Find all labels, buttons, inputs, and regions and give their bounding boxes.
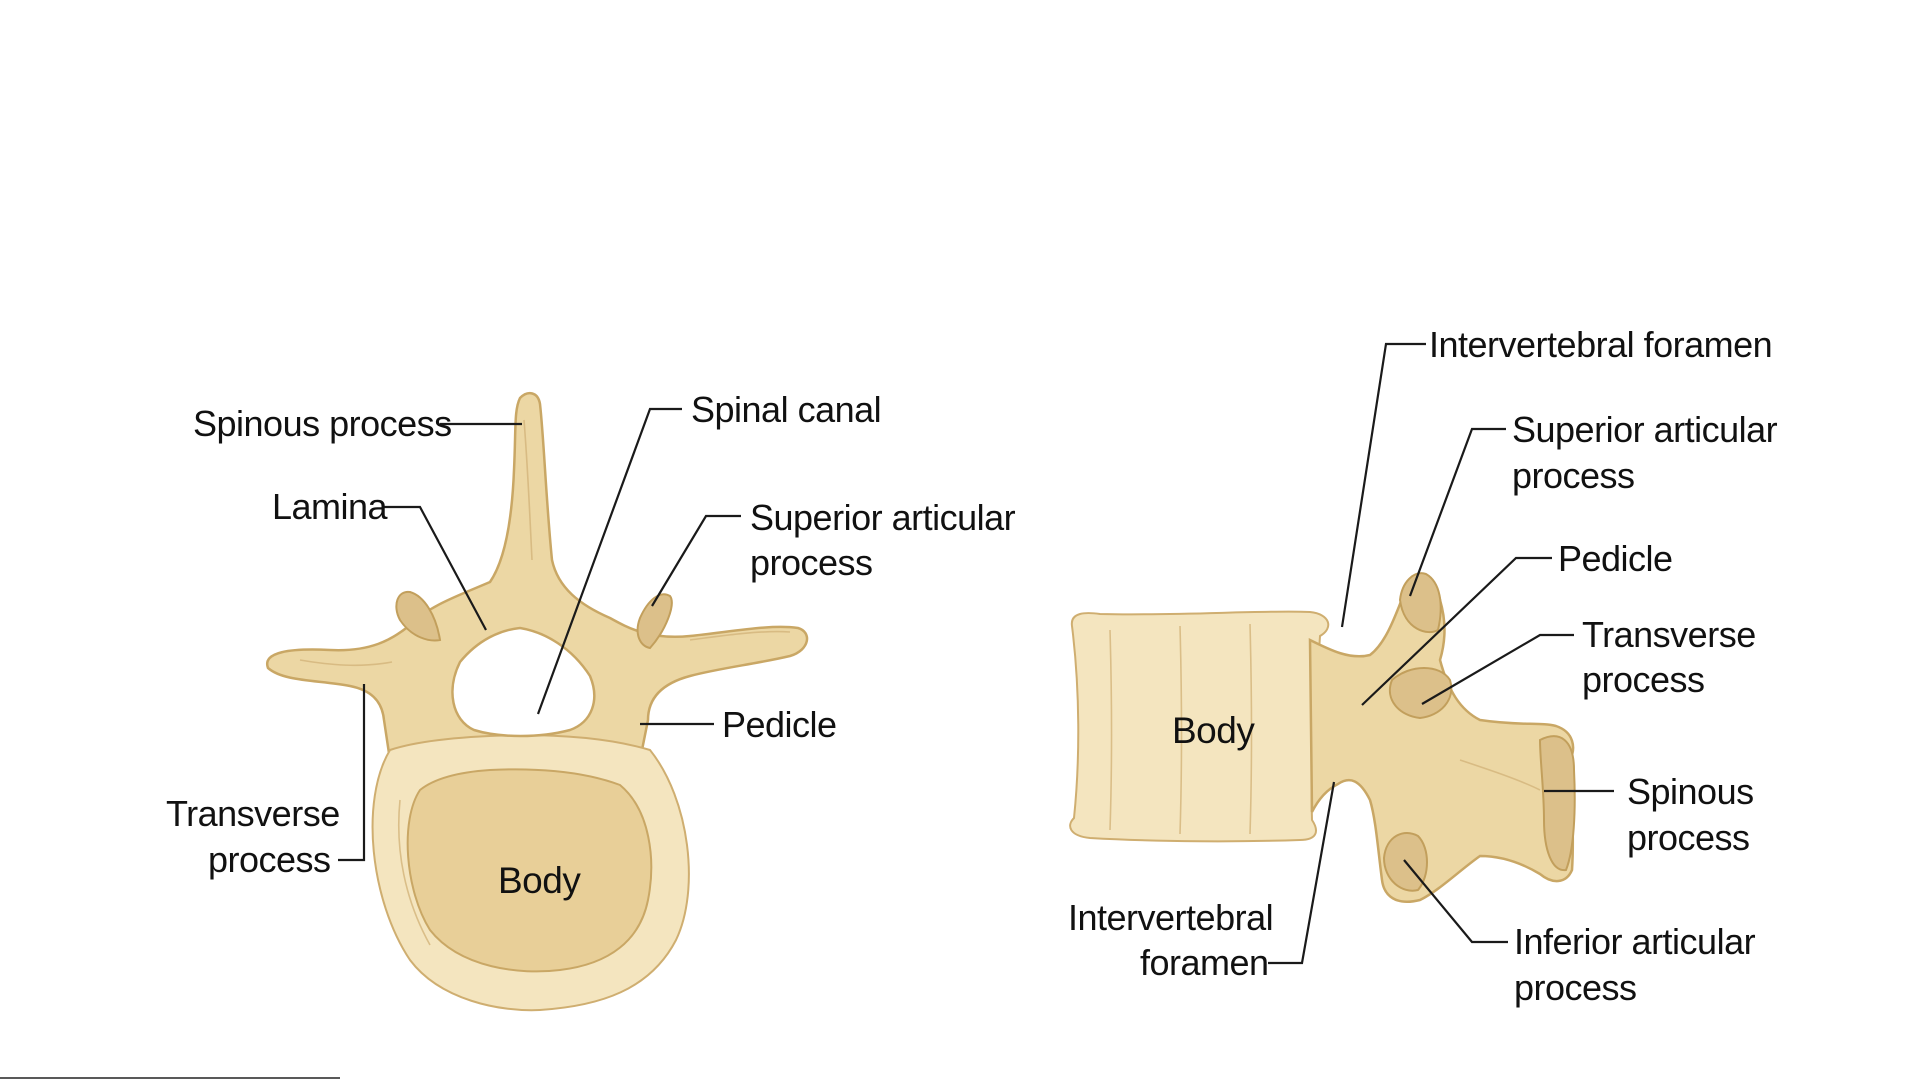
label-transverse-1: Transverse bbox=[166, 793, 340, 834]
leader-transverse bbox=[338, 684, 364, 860]
label-lateral-superior-articular-1: Superior articular bbox=[1512, 409, 1778, 450]
label-lateral-spinous-2: process bbox=[1627, 817, 1750, 858]
label-intervertebral-foramen-bottom-1: Intervertebral bbox=[1068, 897, 1273, 938]
lateral-arch-shape bbox=[1310, 577, 1573, 901]
label-lateral-transverse-1: Transverse bbox=[1582, 614, 1756, 655]
label-intervertebral-foramen-bottom-2: foramen bbox=[1140, 942, 1269, 983]
label-lateral-spinous-1: Spinous bbox=[1627, 771, 1754, 812]
label-lateral-inferior-articular-2: process bbox=[1514, 967, 1637, 1008]
label-spinal-canal: Spinal canal bbox=[691, 389, 881, 430]
leader-superior-articular bbox=[652, 516, 741, 606]
label-lateral-transverse-2: process bbox=[1582, 659, 1705, 700]
label-superior-articular-1: Superior articular bbox=[750, 497, 1016, 538]
label-spinous-process: Spinous process bbox=[193, 403, 452, 444]
label-pedicle: Pedicle bbox=[722, 704, 837, 745]
label-lateral-inferior-articular-1: Inferior articular bbox=[1514, 921, 1756, 962]
label-lateral-body: Body bbox=[1172, 710, 1255, 751]
leader-lateral-superior-articular bbox=[1410, 429, 1506, 596]
label-superior-articular-2: process bbox=[750, 542, 873, 583]
label-lateral-pedicle: Pedicle bbox=[1558, 538, 1673, 579]
label-lateral-superior-articular-2: process bbox=[1512, 455, 1635, 496]
label-transverse-2: process bbox=[208, 839, 331, 880]
label-body: Body bbox=[498, 860, 581, 901]
label-intervertebral-foramen-top: Intervertebral foramen bbox=[1429, 324, 1772, 365]
label-lamina: Lamina bbox=[272, 486, 389, 527]
